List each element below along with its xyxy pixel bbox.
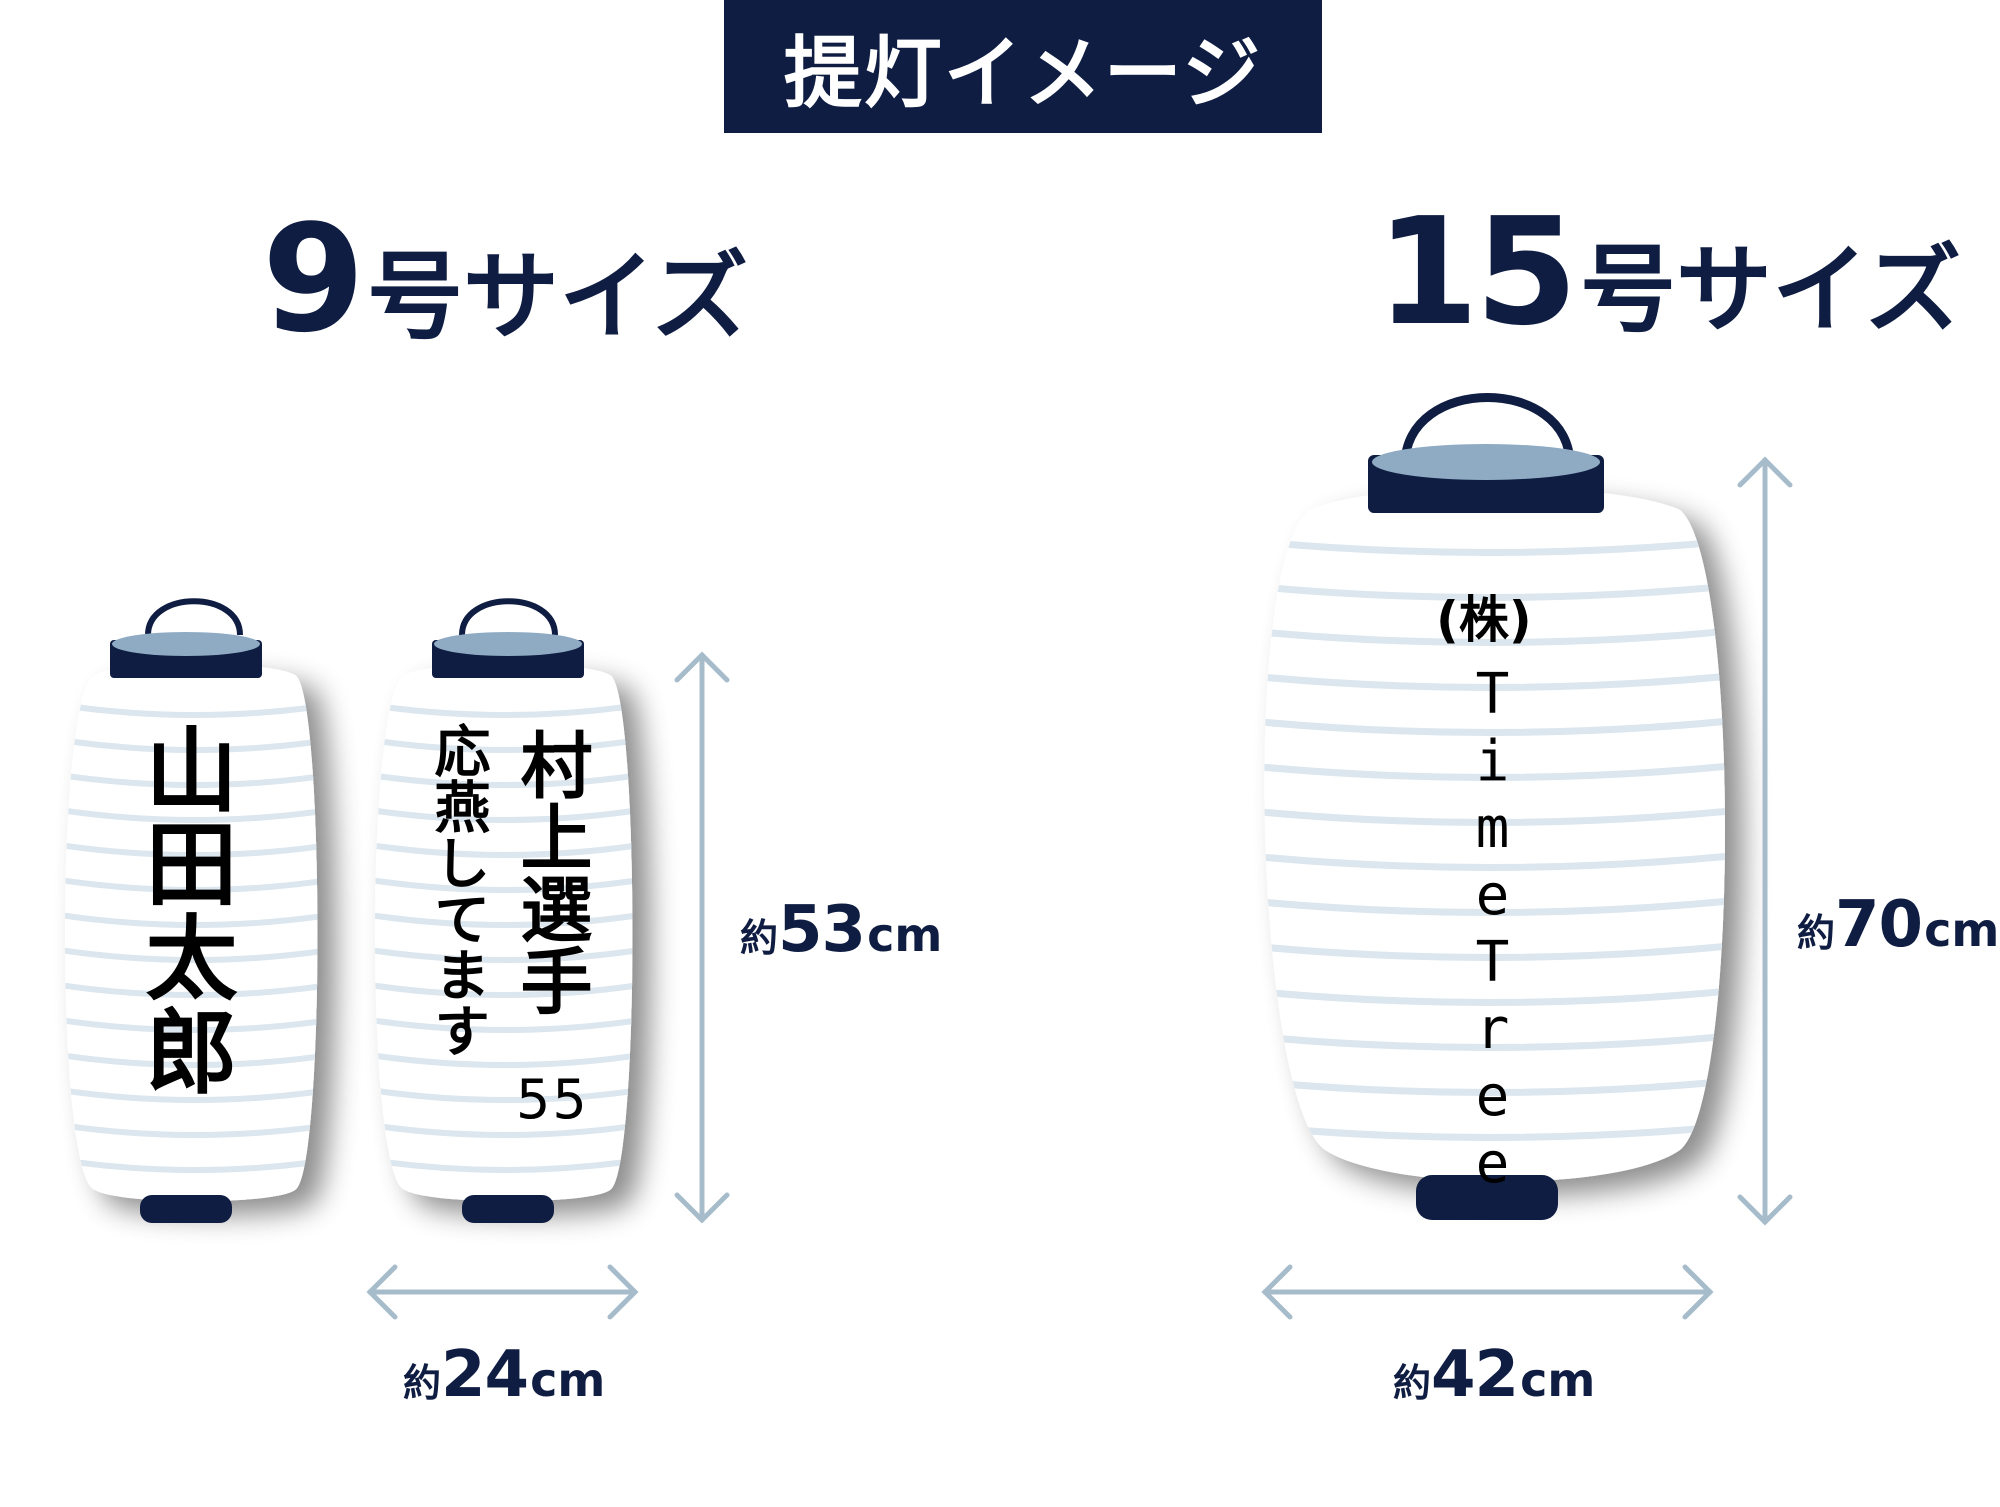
banner-title: 提灯イメージ: [783, 28, 1263, 119]
lantern-bottom-ring: [140, 1195, 232, 1223]
dimension-arrows: [366, 456, 1793, 1320]
size-title-9: 9 号サイズ: [262, 205, 748, 355]
lantern-top-opening: [434, 632, 582, 656]
width-arrow-9: [366, 1264, 639, 1320]
size-unit: 号サイズ: [366, 241, 749, 353]
width-label-15: 約 42 cm: [1393, 1338, 1596, 1412]
width-label-9: 約 24 cm: [403, 1338, 606, 1412]
height-arrow-9: [674, 651, 730, 1224]
lantern-handle: [459, 598, 558, 636]
lantern-body: [65, 663, 318, 1202]
lantern-bottom-ring: [1416, 1175, 1558, 1220]
lantern-top-opening: [112, 632, 260, 656]
lantern-top-opening: [1372, 444, 1600, 480]
height-label-15: 約 70 cm: [1797, 888, 2000, 962]
lantern-bottom-ring: [462, 1195, 554, 1223]
lantern-body: [1264, 487, 1725, 1182]
height-label-9: 約 53 cm: [740, 893, 943, 967]
lantern-text-murakami-number: 55: [516, 1068, 589, 1131]
lantern-murakami: [375, 598, 633, 1223]
lantern-text-timetree: TimeTree: [1460, 662, 1525, 1198]
size-title-15: 15 号サイズ: [1376, 198, 1961, 348]
lantern-yamada: [65, 598, 318, 1223]
lantern-timetree: [1264, 393, 1725, 1220]
lantern-handle: [1400, 393, 1575, 466]
width-arrow-15: [1261, 1264, 1714, 1320]
height-arrow-15: [1737, 456, 1793, 1226]
lantern-ribs: [1264, 536, 1725, 1141]
size-unit: 号サイズ: [1579, 234, 1962, 346]
lantern-ribs: [375, 702, 633, 1173]
lantern-ribs: [65, 702, 318, 1173]
image-banner: 提灯イメージ: [724, 0, 1322, 133]
lantern-body: [375, 663, 633, 1202]
lantern-text-murakami-player: 村上選手: [508, 728, 593, 1016]
size-number: 9: [262, 193, 365, 365]
size-number: 15: [1376, 186, 1578, 358]
lantern-text-kabu: (株): [1436, 591, 1532, 649]
lantern-text-yamada: 山田太郎: [130, 722, 238, 1098]
lantern-handle: [145, 598, 243, 636]
lantern-text-murakami-cheer: 応燕してます: [425, 722, 491, 1058]
